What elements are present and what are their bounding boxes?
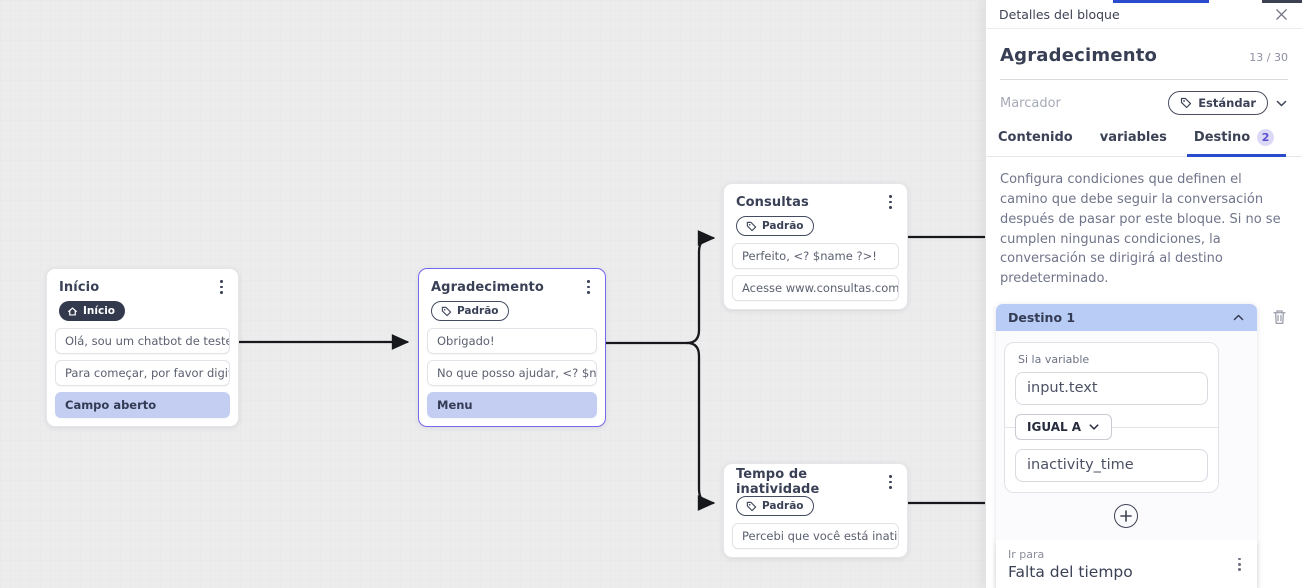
value-input[interactable]	[1015, 448, 1208, 482]
goto-row[interactable]: Ir para Falta del tiempo	[996, 539, 1257, 588]
kebab-menu-icon[interactable]	[583, 278, 594, 295]
panel-title: Detalles del bloque	[999, 6, 1120, 22]
block-details-panel: Detalles del bloque Agradecimento 13 / 3…	[985, 0, 1302, 588]
message-text: Obrigado!	[437, 334, 495, 348]
close-icon[interactable]	[1274, 7, 1289, 22]
kebab-menu-icon[interactable]	[216, 278, 227, 295]
condition-box: Si la variable IGUAL A	[1004, 341, 1219, 493]
message-item[interactable]: Perfeito, <? $name ?>!	[732, 243, 899, 269]
active-tab-top-indicator	[1113, 0, 1209, 3]
node-consultas[interactable]: Consultas Padrão Perfeito, <? $name ?>! …	[723, 183, 908, 310]
node-title: Início	[59, 279, 100, 295]
home-icon	[68, 306, 77, 316]
divider	[1000, 79, 1288, 80]
destination-card-title: Destino 1	[1008, 309, 1076, 325]
message-item[interactable]: Acesse www.consultas.com par...	[732, 275, 899, 301]
marker-placeholder[interactable]: Marcador	[1000, 95, 1061, 111]
node-tempo-inatividade[interactable]: Tempo de inatividade Padrão Percebi que …	[723, 463, 908, 558]
delete-destination-icon[interactable]	[1271, 308, 1288, 330]
chevron-up-icon[interactable]	[1232, 311, 1245, 324]
top-dark-indicator	[1262, 0, 1302, 3]
menu-item-chip[interactable]: Menu	[427, 392, 597, 418]
message-text: Campo aberto	[65, 398, 157, 412]
badge-label: Padrão	[762, 500, 804, 512]
goto-label: Ir para	[1008, 547, 1045, 561]
message-item[interactable]: No que posso ajudar, <? $name ...	[427, 360, 597, 386]
padrao-badge: Padrão	[736, 496, 814, 516]
goto-value: Falta del tiempo	[1008, 562, 1133, 581]
message-text: Menu	[437, 398, 473, 412]
goto-kebab-menu-icon[interactable]	[1234, 556, 1245, 573]
kebab-menu-icon[interactable]	[885, 473, 896, 490]
marker-type-label: Estándar	[1198, 96, 1256, 110]
tab-contenido[interactable]: Contenido	[998, 130, 1073, 146]
message-item[interactable]: Para começar, por favor digite o ...	[55, 360, 230, 386]
badge-label: Padrão	[762, 220, 804, 232]
variable-input[interactable]	[1015, 371, 1208, 405]
destination-card: Destino 1 Si la variable IGUAL A	[996, 303, 1257, 588]
tag-icon	[746, 221, 757, 231]
open-field-item[interactable]: Campo aberto	[55, 392, 230, 418]
add-condition-button[interactable]	[1114, 503, 1139, 528]
start-badge: Início	[59, 301, 126, 321]
block-name[interactable]: Agradecimento	[1000, 45, 1158, 66]
message-text: Para começar, por favor digite o ...	[65, 366, 229, 380]
message-item[interactable]: Percebi que você está inativo. C...	[732, 523, 899, 549]
plus-icon	[1120, 510, 1133, 522]
tag-icon	[441, 306, 452, 316]
node-agradecimento[interactable]: Agradecimento Padrão Obrigado! No que po…	[418, 268, 606, 427]
padrao-badge: Padrão	[736, 216, 814, 236]
message-text: Percebi que você está inativo. C...	[742, 529, 898, 543]
badge-label: Início	[83, 305, 116, 317]
destination-description: Configura condiciones que definen el cam…	[1000, 172, 1281, 287]
destino-count-badge: 2	[1257, 129, 1275, 147]
message-item[interactable]: Obrigado!	[427, 328, 597, 354]
condition-label: Si la variable	[1018, 352, 1090, 366]
operator-label: IGUAL A	[1027, 419, 1082, 434]
padrao-badge: Padrão	[431, 301, 509, 321]
message-item[interactable]: Olá, sou um chatbot de teste!	[55, 328, 230, 354]
chevron-down-icon	[1089, 424, 1099, 430]
message-text: Olá, sou um chatbot de teste!	[65, 334, 230, 348]
tab-destino-label: Destino	[1193, 130, 1251, 146]
node-title: Consultas	[736, 194, 809, 210]
destination-card-header[interactable]: Destino 1	[996, 303, 1257, 331]
marker-type-pill[interactable]: Estándar	[1168, 91, 1268, 115]
edge-branch-tempo	[685, 341, 716, 511]
tab-destino[interactable]: Destino 2	[1186, 129, 1287, 158]
char-counter: 13 / 30	[1249, 51, 1288, 64]
tab-variables[interactable]: variables	[1099, 130, 1167, 146]
tag-icon	[746, 501, 757, 511]
message-text: No que posso ajudar, <? $name ...	[437, 366, 597, 380]
node-title: Tempo de inatividade	[736, 467, 820, 497]
message-text: Acesse www.consultas.com par...	[742, 281, 899, 295]
node-inicio[interactable]: Início Início Olá, sou um chatbot de tes…	[46, 268, 239, 427]
tag-icon	[1181, 97, 1192, 109]
badge-label: Padrão	[457, 305, 499, 317]
edge-branch-consultas	[685, 230, 716, 345]
node-title: Agradecimento	[431, 279, 544, 295]
message-text: Perfeito, <? $name ?>!	[742, 249, 877, 263]
operator-select[interactable]: IGUAL A	[1015, 413, 1113, 440]
chevron-down-icon[interactable]	[1275, 97, 1288, 110]
kebab-menu-icon[interactable]	[885, 193, 896, 210]
